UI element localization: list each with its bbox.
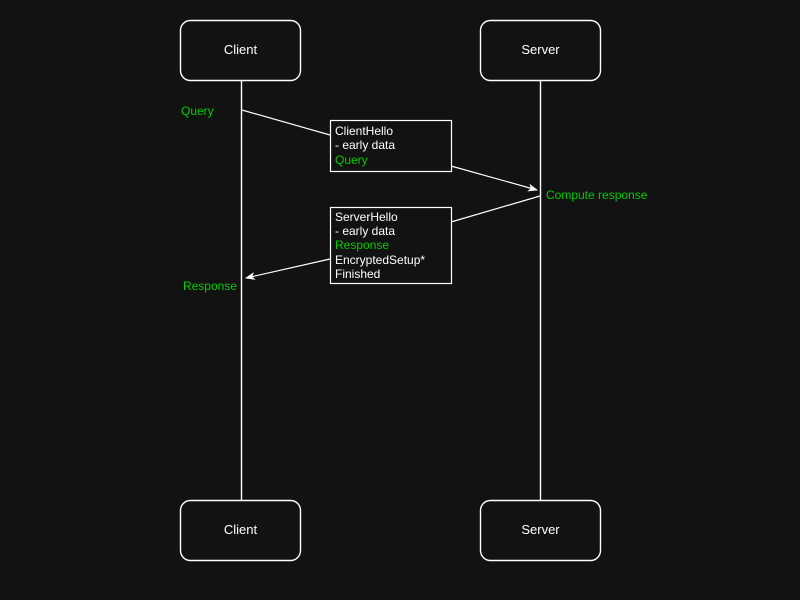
participant-server-top[interactable]: Server xyxy=(479,19,602,82)
participant-server-bottom[interactable]: Server xyxy=(479,499,602,562)
message-line: ClientHello xyxy=(335,124,393,138)
participant-box xyxy=(179,19,302,82)
participant-box xyxy=(179,499,302,562)
message-box-frame xyxy=(329,206,453,285)
participant-label-server-top: Server xyxy=(521,42,560,57)
label-query: Query xyxy=(181,104,214,118)
message-line-accent: Response xyxy=(335,238,389,252)
participant-label-client-bottom: Client xyxy=(224,522,258,537)
arrow-server-to-serverhello xyxy=(450,195,541,223)
participant-label-client-top: Client xyxy=(224,42,258,57)
message-line: Finished xyxy=(335,267,380,281)
message-line: EncryptedSetup* xyxy=(335,253,425,267)
message-line: ServerHello xyxy=(335,210,398,224)
arrow-client-to-clienthello xyxy=(241,109,331,136)
arrow-serverhello-to-client xyxy=(245,258,331,280)
participant-client-bottom[interactable]: Client xyxy=(179,499,302,562)
arrow-clienthello-to-server xyxy=(450,165,538,192)
label-response: Response xyxy=(183,279,237,293)
participant-box xyxy=(479,19,602,82)
message-line: - early data xyxy=(335,224,395,238)
label-compute-response: Compute response xyxy=(546,188,648,202)
participant-client-top[interactable]: Client xyxy=(179,19,302,82)
server-hello-box[interactable]: ServerHello - early data Response Encryp… xyxy=(329,206,453,285)
message-line-accent: Query xyxy=(335,153,368,167)
message-line: - early data xyxy=(335,138,395,152)
message-box-frame xyxy=(329,119,453,173)
participant-label-server-bottom: Server xyxy=(521,522,560,537)
client-hello-box[interactable]: ClientHello - early data Query xyxy=(329,119,453,173)
participant-box xyxy=(479,499,602,562)
